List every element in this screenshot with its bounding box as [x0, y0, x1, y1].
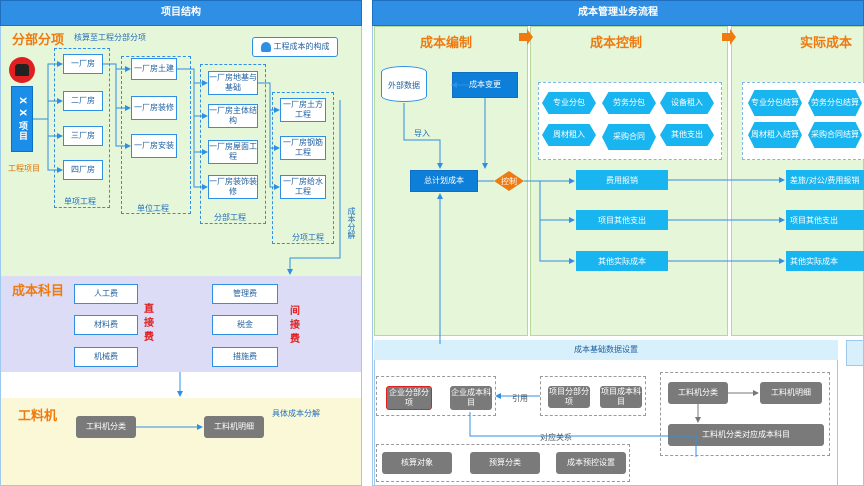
control-hex-6[interactable]: 其他支出 [660, 124, 714, 146]
col-actual-title: 实际成本 [800, 36, 853, 51]
total-plan-cost[interactable]: 总计划成本 [410, 170, 478, 192]
direct-item-3[interactable]: 机械费 [74, 347, 138, 367]
actual-hex-4[interactable]: 采购合同结算 [808, 122, 862, 148]
project-subject[interactable]: 项目成本科目 [600, 386, 642, 408]
control-hex-2[interactable]: 劳务分包 [602, 92, 656, 114]
fbgc-1[interactable]: 一厂房地基与基础 [208, 71, 258, 95]
fxgc-2[interactable]: 一厂房钢筋工程 [280, 136, 326, 160]
section-glj [1, 398, 361, 485]
fxgc-group-label: 分项工程 [292, 233, 324, 242]
control-hex-3[interactable]: 设备租入 [660, 92, 714, 114]
control-bar-1[interactable]: 费用报销 [576, 170, 668, 190]
enterprise-subject[interactable]: 企业成本科目 [450, 386, 492, 410]
project-split[interactable]: 项目分部分项 [548, 386, 590, 408]
unit-1[interactable]: 一厂房 [63, 54, 103, 74]
project-node[interactable]: X X 项目 [11, 86, 33, 152]
base-data-header: 成本基础数据设置 [374, 340, 838, 360]
right-glj-detail[interactable]: 工料机明细 [760, 382, 822, 404]
cost-composition-label: 工程成本的构成 [273, 42, 330, 51]
specific-cost-label: 具体成本分解 [272, 409, 320, 418]
fxgc-3[interactable]: 一厂房给水工程 [280, 175, 326, 199]
dwgc-2[interactable]: 一厂房装修 [131, 96, 177, 120]
worker-icon [260, 42, 271, 52]
control-hex-1[interactable]: 专业分包 [542, 92, 596, 114]
right-header: 成本管理业务流程 [372, 0, 864, 26]
arrow-control-actual [722, 29, 736, 45]
col-control-title: 成本控制 [590, 36, 643, 51]
direct-item-1[interactable]: 人工费 [74, 284, 138, 304]
section-fbfx-subtitle: 核算至工程分部分项 [74, 33, 146, 42]
fbgc-2[interactable]: 一厂房主体结构 [208, 104, 258, 128]
cost-split-label: 成本分解 [347, 207, 356, 239]
budget-category[interactable]: 预算分类 [470, 452, 540, 474]
control-hex-4[interactable]: 周材租入 [542, 124, 596, 146]
budget-control[interactable]: 成本预控设置 [556, 452, 626, 474]
section-subject-title: 成本科目 [12, 284, 65, 299]
cost-composition-button[interactable]: 工程成本的构成 [252, 37, 338, 57]
dwgc-group [121, 56, 191, 214]
control-bar-2[interactable]: 项目其他支出 [576, 210, 668, 230]
project-label: 工程项目 [8, 164, 40, 173]
fbgc-4[interactable]: 一厂房装饰装修 [208, 175, 258, 199]
control-hex-5[interactable]: 采购合同 [602, 124, 656, 150]
fbgc-group [200, 64, 266, 224]
accounting-object[interactable]: 核算对象 [382, 452, 452, 474]
right-glj-category[interactable]: 工料机分类 [668, 382, 728, 404]
section-glj-title: 工料机 [18, 409, 58, 424]
actual-bar-2[interactable]: 项目其他支出 [786, 210, 864, 230]
dwgc-1[interactable]: 一厂房土建 [131, 58, 177, 80]
dwgc-3[interactable]: 一厂房安装 [131, 134, 177, 158]
construction-icon [9, 57, 35, 83]
left-glj-category[interactable]: 工料机分类 [76, 416, 136, 438]
actual-hex-3[interactable]: 周材租入结算 [748, 122, 802, 148]
left-header: 项目结构 [0, 0, 362, 26]
direct-label: 直接费 [144, 304, 154, 343]
indirect-item-3[interactable]: 措施费 [212, 347, 278, 367]
unit-4[interactable]: 四厂房 [63, 160, 103, 180]
relation-label: 对应关系 [540, 433, 572, 442]
direct-item-2[interactable]: 材料费 [74, 315, 138, 335]
fbgc-group-label: 分部工程 [214, 213, 246, 222]
enterprise-split[interactable]: 企业分部分项 [386, 386, 432, 410]
database-icon [381, 66, 427, 102]
budget-group [376, 444, 630, 482]
fxgc-1[interactable]: 一厂房土方工程 [280, 98, 326, 122]
unit-3[interactable]: 三厂房 [63, 126, 103, 146]
project-group [540, 376, 646, 416]
arrow-plan-control [519, 29, 533, 45]
section-subject [1, 276, 361, 372]
unit-group-label: 单项工程 [64, 197, 96, 206]
fxgc-group [272, 92, 334, 244]
glj-relation[interactable]: 工料机分类对应成本科目 [668, 424, 824, 446]
unit-2[interactable]: 二厂房 [63, 91, 103, 111]
external-data[interactable]: 外部数据 [388, 81, 420, 90]
col-plan-title: 成本编制 [420, 36, 473, 51]
left-glj-detail[interactable]: 工料机明细 [204, 416, 264, 438]
control-label: 控制 [501, 177, 517, 186]
indirect-item-2[interactable]: 税金 [212, 315, 278, 335]
control-bar-3[interactable]: 其他实际成本 [576, 251, 668, 271]
section-fbfx-title: 分部分项 [12, 33, 65, 48]
quote-label: 引用 [512, 394, 528, 403]
import-label: 导入 [414, 129, 430, 138]
glj-group [660, 372, 830, 456]
actual-hex-2[interactable]: 劳务分包结算 [808, 90, 862, 116]
actual-bar-3[interactable]: 其他实际成本 [786, 251, 864, 271]
control-diamond[interactable] [494, 171, 524, 191]
unit-group [54, 48, 110, 208]
indirect-item-1[interactable]: 管理费 [212, 284, 278, 304]
dwgc-group-label: 单位工程 [137, 204, 169, 213]
actual-bar-1[interactable]: 差旅/对公/费用报销 [786, 170, 864, 190]
fbgc-3[interactable]: 一厂房屋面工程 [208, 140, 258, 164]
indirect-label: 间接费 [290, 306, 300, 345]
actual-hex-1[interactable]: 专业分包结算 [748, 90, 802, 116]
